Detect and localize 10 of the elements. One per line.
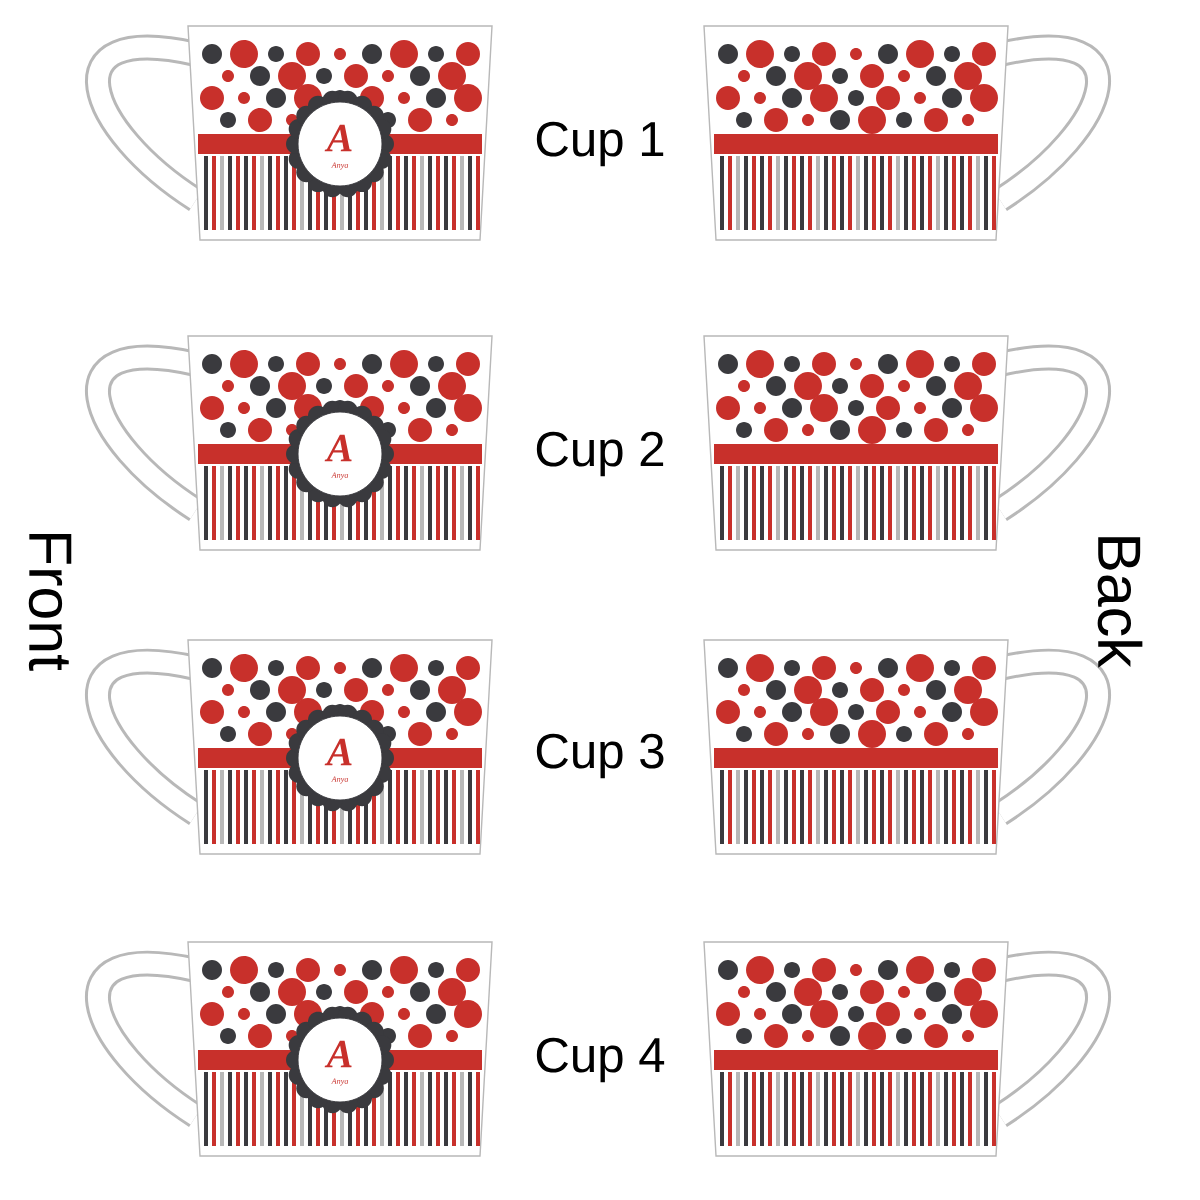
side-label: Front (28, 533, 72, 671)
side-label: Back (1097, 537, 1143, 668)
cup-label: Cup 3 (536, 733, 664, 779)
monogram-letter: A (324, 124, 352, 152)
cup-label: Cup 4 (536, 1037, 665, 1083)
cup-label: Cup 2 (536, 431, 664, 477)
monogram-letter: A (324, 1040, 352, 1068)
cup-label: Cup 1 (536, 121, 664, 167)
monogram-letter: A (324, 434, 352, 462)
monogram-letter: A (324, 738, 352, 766)
